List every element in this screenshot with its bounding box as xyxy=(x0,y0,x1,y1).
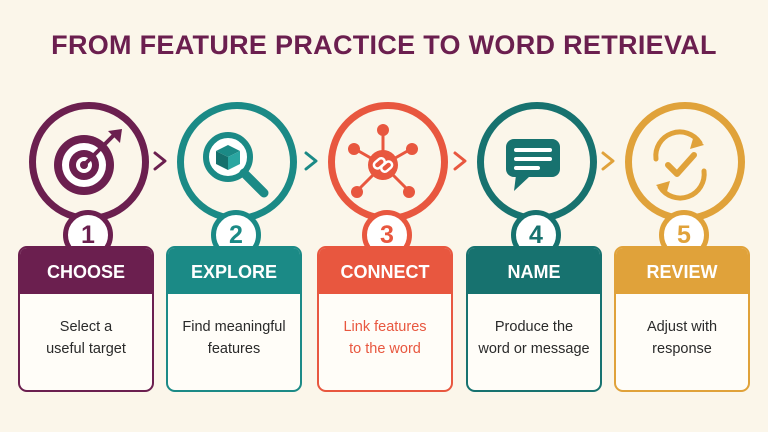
step-heading: REVIEW xyxy=(616,248,748,294)
speech-bubble-icon xyxy=(506,139,560,191)
step-card: CONNECT Link features to the word xyxy=(317,246,453,392)
step-description: Produce the word or message xyxy=(478,319,590,357)
step-card: CHOOSE Select a useful target xyxy=(18,246,154,392)
network-link-icon xyxy=(348,124,418,198)
step-explore: 2 EXPLORE Find meaningful features xyxy=(166,96,302,392)
step-card: REVIEW Adjust with response xyxy=(614,246,750,392)
chevron-right-icon xyxy=(153,151,167,171)
step-connect: 3 CONNECT Link features to the word xyxy=(317,96,453,392)
step-card: NAME Produce the word or message xyxy=(466,246,602,392)
target-icon xyxy=(54,129,122,195)
step-description: Link features to the word xyxy=(343,319,427,357)
step-name: 4 NAME Produce the word or message xyxy=(466,96,602,392)
step-description: Adjust with response xyxy=(646,319,718,357)
step-description: Find meaningful features xyxy=(182,319,286,357)
step-choose: 1 CHOOSE Select a useful target xyxy=(18,96,154,392)
chevron-right-icon xyxy=(601,151,615,171)
step-heading: EXPLORE xyxy=(168,248,300,294)
chevron-right-icon xyxy=(304,151,318,171)
step-review: 5 REVIEW Adjust with response xyxy=(614,96,750,392)
refresh-check-icon xyxy=(653,129,707,201)
page-title: FROM FEATURE PRACTICE TO WORD RETRIEVAL xyxy=(51,30,717,60)
magnifier-cube-icon xyxy=(203,132,269,198)
chevron-right-icon xyxy=(453,151,467,171)
step-heading: NAME xyxy=(468,248,600,294)
step-card: EXPLORE Find meaningful features xyxy=(166,246,302,392)
step-description: Select a useful target xyxy=(46,319,126,357)
step-heading: CHOOSE xyxy=(20,248,152,294)
step-heading: CONNECT xyxy=(319,248,451,294)
